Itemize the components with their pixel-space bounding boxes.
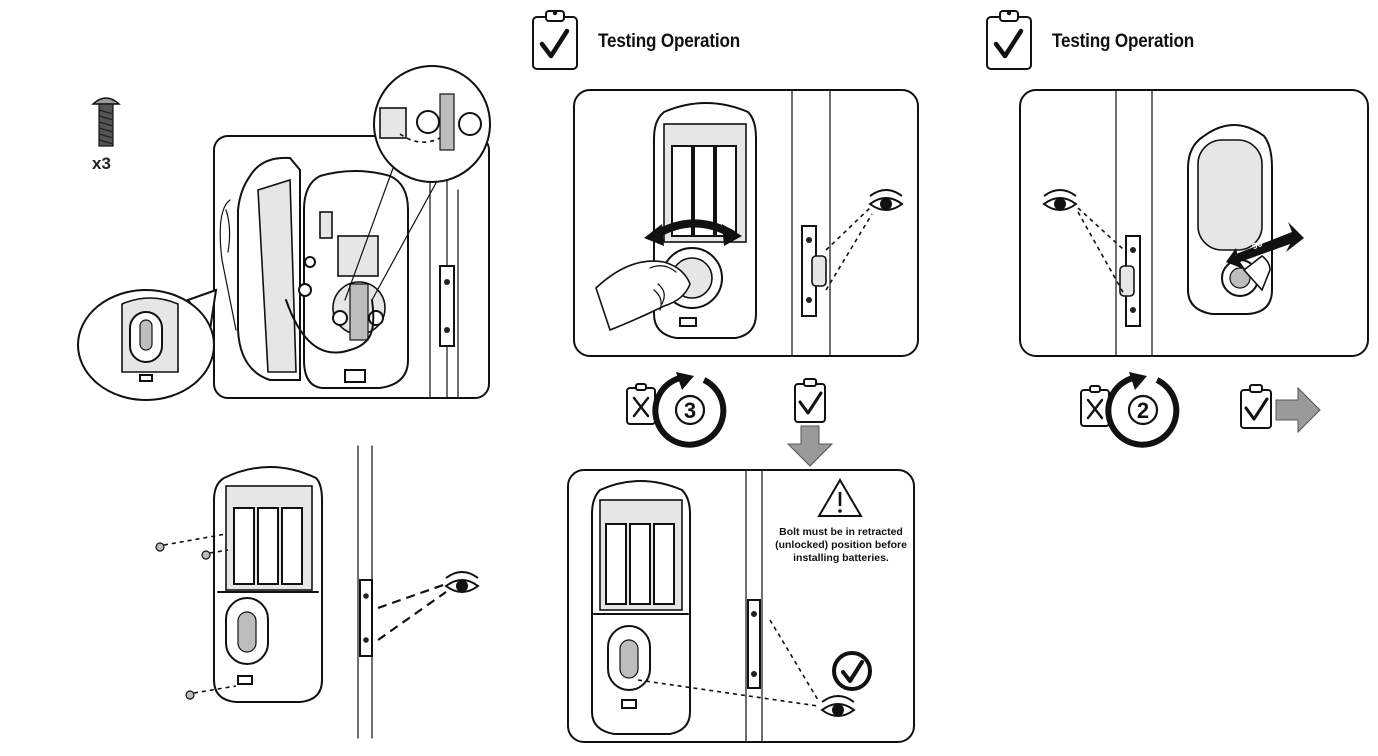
repeat-count-3: 3 xyxy=(684,398,696,423)
key-turn-angle: 90° xyxy=(1251,237,1268,252)
panel-2-heading: Testing Operation xyxy=(1052,31,1194,52)
panel-1-heading: Testing Operation xyxy=(598,31,740,52)
screw-quantity: x3 xyxy=(92,154,111,173)
repeat-count-2: 2 xyxy=(1137,398,1149,423)
battery-warning-text: Bolt must be in retracted (unlocked) pos… xyxy=(775,526,907,564)
